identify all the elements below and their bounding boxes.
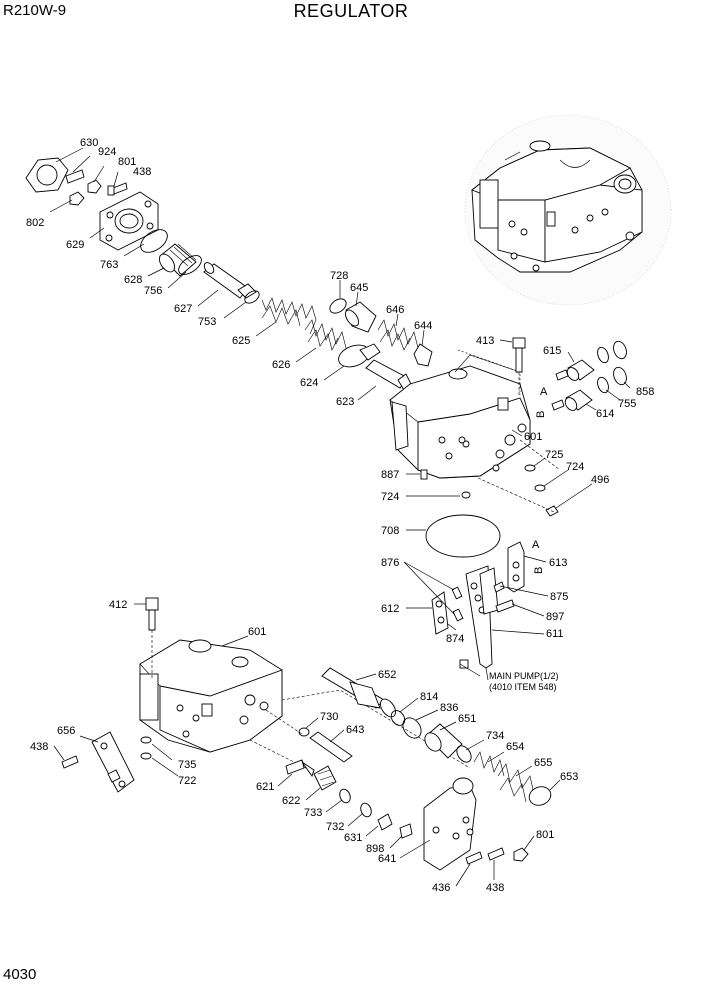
callout-725: 725 (545, 449, 563, 461)
callout-645: 645 (350, 282, 368, 294)
callout-630: 630 (80, 137, 98, 149)
callout-438-left: 438 (30, 741, 48, 753)
callout-724-right: 724 (566, 461, 584, 473)
callout-644: 644 (414, 320, 432, 332)
upper-exploded-train (25, 157, 433, 391)
callout-730: 730 (320, 711, 338, 723)
callout-627: 627 (174, 303, 192, 315)
callout-755: 755 (618, 398, 636, 410)
callout-898: 898 (366, 843, 384, 855)
callout-801: 801 (118, 156, 136, 168)
callout-653: 653 (560, 771, 578, 783)
callout-897: 897 (546, 611, 564, 623)
callout-413: 413 (476, 335, 494, 347)
callout-623: 623 (336, 396, 354, 408)
callout-654: 654 (506, 741, 524, 753)
callout-641: 641 (378, 853, 396, 865)
marker-a-upper: A (540, 386, 548, 398)
callout-436: 436 (432, 882, 450, 894)
callout-496: 496 (591, 474, 609, 486)
callout-874: 874 (446, 633, 464, 645)
callout-615: 615 (543, 345, 561, 357)
callout-801-lower: 801 (536, 829, 554, 841)
callout-labels: 630 924 801 438 802 629 763 628 756 627 … (26, 137, 654, 894)
callout-734: 734 (486, 730, 504, 742)
callout-626: 626 (272, 359, 290, 371)
feedback-lever-group (431, 541, 525, 677)
regulator-body-upper (389, 337, 627, 517)
callout-763: 763 (100, 259, 118, 271)
reference-note: MAIN PUMP(1/2) (4010 ITEM 548) (489, 671, 559, 693)
note-line-1: MAIN PUMP(1/2) (489, 671, 559, 681)
callout-628: 628 (124, 274, 142, 286)
callout-643: 643 (346, 724, 364, 736)
marker-a-lower: A (532, 539, 540, 551)
callout-708: 708 (381, 525, 399, 537)
callout-876: 876 (381, 557, 399, 569)
callout-756: 756 (144, 285, 162, 297)
callout-601-lower: 601 (248, 626, 266, 638)
note-leader (485, 667, 489, 681)
callout-732: 732 (326, 821, 344, 833)
callout-724-left: 724 (381, 491, 399, 503)
callout-412: 412 (109, 599, 127, 611)
assembled-regulator-view (464, 114, 672, 306)
callout-753: 753 (198, 316, 216, 328)
callout-613: 613 (549, 557, 567, 569)
callout-735: 735 (178, 759, 196, 771)
page-title: REGULATOR (293, 1, 409, 21)
callout-651: 651 (458, 713, 476, 725)
callout-621: 621 (256, 781, 274, 793)
callout-631: 631 (344, 832, 362, 844)
leader-lines (49, 147, 631, 887)
large-o-ring-708 (425, 514, 501, 558)
callout-802: 802 (26, 217, 44, 229)
callout-614: 614 (596, 408, 614, 420)
callout-887: 887 (381, 469, 399, 481)
callout-629: 629 (66, 239, 84, 251)
callout-646: 646 (386, 304, 404, 316)
callout-655: 655 (534, 757, 552, 769)
callout-875: 875 (550, 591, 568, 603)
callout-438: 438 (133, 166, 151, 178)
lower-exploded-train (285, 667, 552, 871)
note-line-2: (4010 ITEM 548) (489, 682, 557, 692)
marker-b-upper: B (535, 411, 547, 418)
callout-625: 625 (232, 335, 250, 347)
callout-601-upper: 601 (524, 431, 542, 443)
callout-612: 612 (381, 603, 399, 615)
callout-611: 611 (546, 628, 564, 640)
regulator-body-lower (61, 597, 471, 793)
callout-622: 622 (282, 795, 300, 807)
model-code: R210W-9 (3, 2, 67, 19)
callout-858: 858 (636, 386, 654, 398)
callout-836: 836 (440, 702, 458, 714)
page-number: 4030 (3, 966, 37, 983)
callout-624: 624 (300, 377, 318, 389)
callout-438-lower: 438 (486, 882, 504, 894)
callout-652: 652 (378, 669, 396, 681)
callout-722: 722 (178, 775, 196, 787)
callout-814: 814 (420, 691, 438, 703)
callout-728: 728 (330, 270, 348, 282)
callout-733: 733 (304, 807, 322, 819)
callout-656: 656 (57, 725, 75, 737)
marker-b-lower: B (533, 567, 545, 574)
callout-924: 924 (98, 146, 116, 158)
